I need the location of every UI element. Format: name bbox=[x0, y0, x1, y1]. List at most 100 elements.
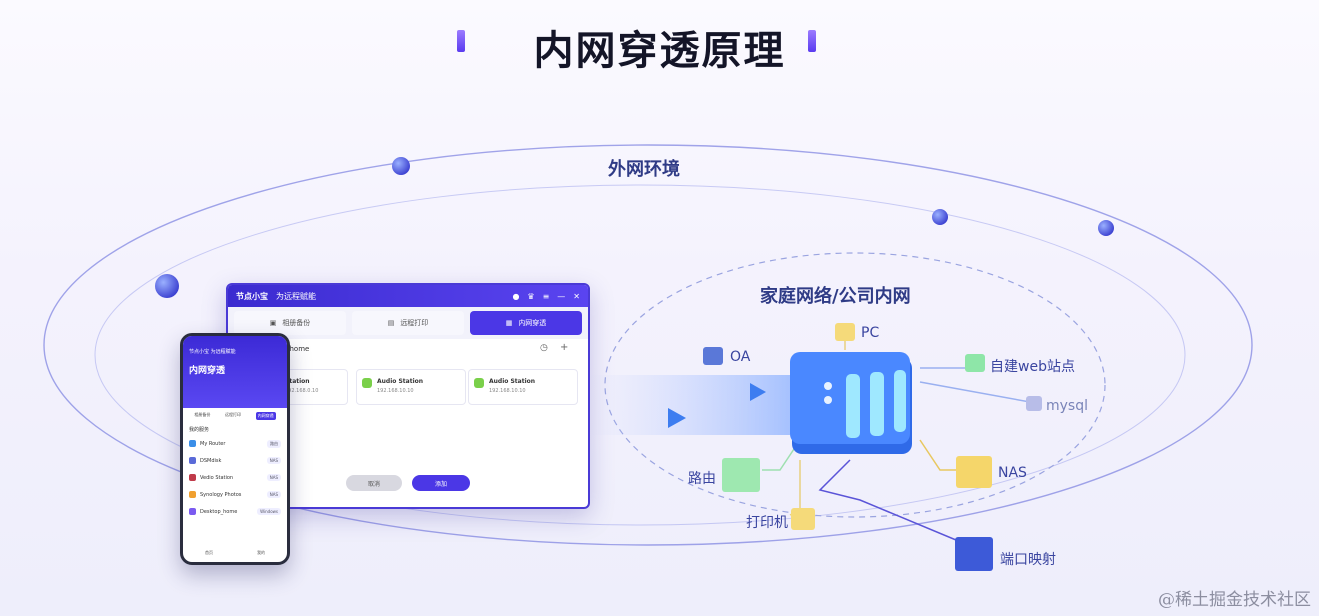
item-name: Vedio Station bbox=[200, 474, 234, 481]
beam-arrow bbox=[668, 408, 686, 428]
port-mapping-icon bbox=[955, 537, 993, 571]
desktop-icon bbox=[189, 508, 196, 515]
service-card[interactable]: Audio Station 192.168.10.10 bbox=[356, 369, 466, 405]
mobile-app-phone: 节点小宝 为远程赋能 内网穿透 相册备份 远程打印 内网穿透 我的服务 My R… bbox=[180, 333, 290, 565]
phone-subtitle: 为远程赋能 bbox=[210, 349, 236, 355]
tab-bar: ▣ 相册备份 ▤ 远程打印 ▦ 内网穿透 bbox=[228, 307, 588, 339]
tab-remote-print[interactable]: ▤ 远程打印 bbox=[352, 311, 464, 335]
window-titlebar: 节点小宝 为远程赋能 ● ♛ ≡ — ✕ bbox=[228, 285, 588, 307]
card-sub: 192.168.10.10 bbox=[377, 388, 414, 394]
orbit-dot bbox=[155, 274, 179, 298]
phone-tabs: 相册备份 远程打印 内网穿透 bbox=[183, 408, 287, 424]
item-tag: Windows bbox=[257, 508, 281, 515]
phone-tab[interactable]: 远程打印 bbox=[224, 412, 241, 417]
card-title: Station bbox=[285, 378, 310, 385]
list-item[interactable]: Synology Photos NAS bbox=[183, 486, 287, 503]
printer-icon bbox=[791, 508, 815, 530]
outer-orbit bbox=[43, 144, 1253, 546]
menu-icon[interactable]: ≡ bbox=[542, 291, 550, 301]
item-tag: NAS bbox=[266, 474, 281, 481]
list-item[interactable]: Vedio Station NAS bbox=[183, 469, 287, 486]
list-item[interactable]: My Router 路由 bbox=[183, 435, 287, 452]
data-beam bbox=[590, 375, 790, 435]
port-mapping-label: 端口映射 bbox=[1000, 552, 1056, 568]
add-button[interactable]: 添加 bbox=[412, 475, 470, 491]
nav-mine[interactable]: 我的 bbox=[257, 550, 265, 555]
gateway-device-icon bbox=[790, 352, 912, 454]
device-name: _home bbox=[286, 345, 310, 353]
phone-heading: 内网穿透 bbox=[189, 366, 226, 376]
pc-label: PC bbox=[861, 325, 880, 341]
photo-icon: ▣ bbox=[269, 319, 277, 327]
phone-tab[interactable]: 内网穿透 bbox=[255, 412, 276, 420]
list-item[interactable]: DSMdisk NAS bbox=[183, 452, 287, 469]
item-tag: NAS bbox=[266, 457, 281, 464]
watermark: @稀土掘金技术社区 bbox=[1158, 590, 1311, 610]
beam-arrow bbox=[750, 383, 766, 401]
oa-icon bbox=[703, 347, 723, 365]
pc-icon bbox=[835, 323, 855, 341]
printer-icon: ▤ bbox=[387, 319, 395, 327]
item-name: Desktop_home bbox=[200, 508, 238, 515]
orbit-dot bbox=[932, 209, 948, 225]
printer-label: 打印机 bbox=[746, 515, 788, 531]
mysql-label: mysql bbox=[1046, 398, 1088, 414]
card-sub: 192.168.10.10 bbox=[489, 388, 526, 394]
tab-intranet-penetration[interactable]: ▦ 内网穿透 bbox=[470, 311, 582, 335]
orbit-dot bbox=[1098, 220, 1114, 236]
page-title: 内网穿透原理 bbox=[533, 28, 786, 74]
grid-icon: ▦ bbox=[505, 319, 513, 327]
orbit-dot bbox=[392, 157, 410, 175]
item-tag: NAS bbox=[266, 491, 281, 498]
add-icon[interactable]: + bbox=[560, 342, 569, 353]
nav-home[interactable]: 首页 bbox=[205, 550, 213, 555]
audio-station-icon bbox=[474, 378, 484, 388]
phone-tab[interactable]: 相册备份 bbox=[194, 412, 211, 417]
list-item[interactable]: Desktop_home Windows bbox=[183, 503, 287, 520]
nas-label: NAS bbox=[998, 465, 1027, 481]
card-sub: 192.168.0.10 bbox=[285, 388, 319, 394]
phone-section-title: 我的服务 bbox=[189, 427, 210, 433]
web-label: 自建web站点 bbox=[990, 359, 1075, 375]
title-right-marker bbox=[808, 30, 816, 52]
router-label: 路由 bbox=[688, 471, 716, 487]
audio-station-icon bbox=[362, 378, 372, 388]
crown-icon[interactable]: ♛ bbox=[527, 291, 535, 301]
cancel-button[interactable]: 取消 bbox=[346, 475, 402, 491]
oa-label: OA bbox=[730, 349, 751, 365]
item-name: My Router bbox=[200, 440, 226, 447]
web-icon bbox=[965, 354, 985, 372]
outer-ring-label: 外网环境 bbox=[608, 159, 680, 180]
inner-dashed-orbit bbox=[604, 252, 1106, 518]
app-subtitle: 为远程赋能 bbox=[276, 291, 316, 301]
phone-header: 节点小宝 为远程赋能 内网穿透 bbox=[183, 336, 287, 408]
middle-orbit bbox=[94, 184, 1186, 526]
app-brand: 节点小宝 bbox=[236, 291, 268, 301]
tab-photo-backup[interactable]: ▣ 相册备份 bbox=[234, 311, 346, 335]
tab-label: 远程打印 bbox=[400, 319, 429, 327]
router-icon bbox=[722, 458, 760, 492]
close-icon[interactable]: ✕ bbox=[573, 291, 580, 301]
tab-label: 相册备份 bbox=[282, 319, 311, 327]
minimize-icon[interactable]: — bbox=[557, 291, 566, 301]
photos-icon bbox=[189, 491, 196, 498]
mysql-icon bbox=[1026, 396, 1042, 411]
item-name: Synology Photos bbox=[200, 491, 242, 498]
nas-icon bbox=[956, 456, 992, 488]
tab-label: 内网穿透 bbox=[518, 319, 547, 327]
item-name: DSMdisk bbox=[200, 457, 222, 464]
router-icon bbox=[189, 440, 196, 447]
item-tag: 路由 bbox=[267, 439, 281, 448]
inner-ring-label: 家庭网络/公司内网 bbox=[760, 286, 911, 307]
card-title: Audio Station bbox=[489, 378, 536, 385]
disk-icon bbox=[189, 457, 196, 464]
card-title: Audio Station bbox=[377, 378, 424, 385]
video-icon bbox=[189, 474, 196, 481]
title-left-marker bbox=[457, 30, 465, 52]
phone-brand: 节点小宝 bbox=[189, 349, 210, 355]
avatar[interactable]: ● bbox=[512, 291, 520, 301]
phone-bottom-nav: 首页 我的 bbox=[183, 550, 287, 556]
history-icon[interactable]: ◷ bbox=[540, 343, 548, 353]
service-card[interactable]: Audio Station 192.168.10.10 bbox=[468, 369, 578, 405]
